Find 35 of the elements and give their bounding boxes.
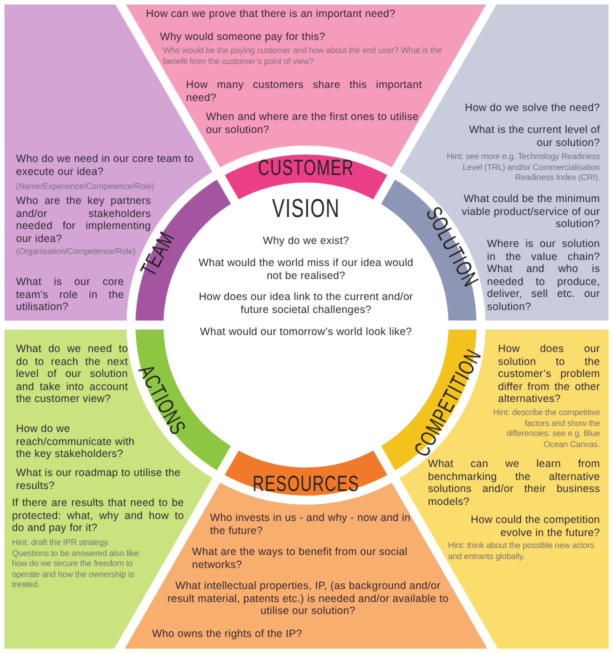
question-text: How can we prove that there is an important need? [146, 8, 396, 21]
section-title: CUSTOMER [258, 157, 354, 179]
question-text: Who invests in us - and why - now and in the future? [210, 512, 412, 538]
question-text: Who are the key partners and/or stakeholders needed for implementing our idea? [16, 195, 151, 245]
question-text: If there are results that need to be protected: what, why and how to do and pay for it? [12, 497, 184, 535]
question-text: Who owns the rights of the IP? [152, 628, 304, 641]
section-title: VISION [272, 195, 340, 221]
question-text: What are the ways to benefit from our social networks? [192, 546, 408, 572]
question-text: How could the competition evolve in the future? [470, 514, 600, 540]
question-text: When and where are the first ones to utilise our solution? [206, 111, 420, 136]
hint-text: Hint: describe the competitive factors and show the differencies: see e.g. Blue Ocean Canvas. [492, 407, 600, 449]
section-title: RESOURCES [252, 473, 360, 495]
hint-text: Who would be the paying customer and how about the end user? What is the benefit from the customer’s point of view? [163, 45, 443, 66]
question-text: How do we solve the need? [464, 102, 600, 115]
question-text: How do we reach/communicate with the key stakeholders? [16, 423, 136, 461]
hint-text: (Name/Experience/Competence/Role) [16, 181, 156, 192]
question-text: Who do we need in our core team to execute our idea? [16, 153, 195, 178]
hint-text: Hint: see more e.g. Technology Readiness Level (TRL) and/or Commercialisation Readiness Index (CRI). [446, 151, 600, 182]
question-text: What would our tomorrow’s world look like? [199, 326, 413, 339]
question-text: What do we need to do to reach the next level of our solution and take into account the customer view? [16, 343, 128, 406]
hint-text: (Organisation/Competence/Role) [16, 246, 136, 256]
question-text: What would the world miss if our idea would not be realised? [198, 257, 414, 282]
question-text: What is our roadmap to utilise the results? [16, 467, 182, 492]
hint-text: Hint: draft the IPR strategy. Questions to be answered also like: how do we secure the freedom to operate and how the ownership is treated. [12, 537, 142, 590]
question-text: Why do we exist? [262, 235, 350, 248]
question-text: What is the current level of our solution? [468, 124, 600, 150]
question-text: What is our core team’s role in the utilisation? [16, 276, 124, 314]
question-text: What intellectual properties, IP, (as background and/or result material, patents etc.) is needed and/or available to utilise our solution? [166, 580, 450, 618]
hint-text: Hint: think about the possible new actors and entrants globally. [448, 540, 596, 561]
question-text: How many customers share this important need? [186, 79, 422, 104]
question-text: How does our idea link to the current and/or future societal challenges? [198, 291, 414, 316]
question-text: What can we learn from benchmarking the alternative solutions and/or their business models? [428, 458, 600, 508]
question-text: Why would someone pay for this? [160, 31, 326, 44]
question-text: How does our solution to the customer’s problem differ from the other alternatives? [498, 343, 600, 406]
question-text: Where is our solution in the value chain? What and who is needed to produce, deliver, sell etc. our solution? [487, 238, 600, 314]
